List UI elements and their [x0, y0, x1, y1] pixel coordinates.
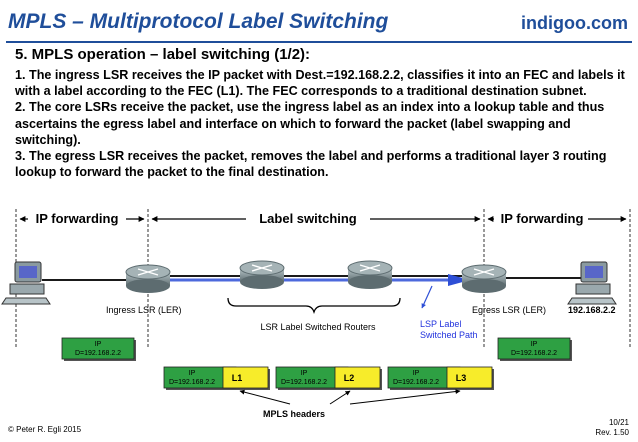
- packet-dest-label: D=192.168.2.2: [75, 350, 121, 357]
- step-2-text: 2. The core LSRs receive the packet, use…: [15, 100, 605, 147]
- core-router-1-icon: [239, 260, 285, 289]
- packet-ip-label: IP: [95, 341, 102, 348]
- packet-ip-label: IP: [531, 341, 538, 348]
- mpls-label-l3: L3: [456, 373, 467, 383]
- zone-label-switching: Label switching: [151, 211, 481, 226]
- labelled-packet-l3: IP D=192.168.2.2 L3: [387, 366, 494, 390]
- lsp-label-line-2: Switched Path: [420, 330, 478, 340]
- mpls-label-l1: L1: [232, 373, 243, 383]
- copyright-text: © Peter R. Egli 2015: [8, 425, 82, 434]
- egress-router-icon: [461, 264, 507, 293]
- lsp-label-line-1: LSP Label: [420, 319, 461, 329]
- packet-dest-label: D=192.168.2.2: [169, 379, 215, 386]
- core-router-2-icon: [347, 260, 393, 289]
- destination-pc-icon: [567, 261, 617, 305]
- packet-ip-label: IP: [189, 370, 196, 377]
- zone-label-ip-forwarding-left: IP forwarding: [36, 211, 119, 226]
- packet-ip-label: IP: [413, 370, 420, 377]
- packet-dest-label: D=192.168.2.2: [511, 350, 557, 357]
- revision-label: Rev. 1.50: [595, 428, 629, 437]
- labelled-packet-l1: IP D=192.168.2.2 L1: [163, 366, 270, 390]
- brand-logo-text: indigoo.com: [521, 13, 628, 33]
- mpls-headers-label: MPLS headers: [263, 409, 325, 419]
- page-number: 10/21: [608, 418, 629, 427]
- slide-title: MPLS – Multiprotocol Label Switching: [8, 10, 389, 33]
- zone-separators: [15, 209, 631, 348]
- packet-dest-label: D=192.168.2.2: [393, 379, 439, 386]
- destination-address-label: 192.168.2.2: [568, 305, 616, 315]
- core-routers-brace: [227, 297, 401, 315]
- explanation-text: 1. The ingress LSR receives the IP packe…: [15, 67, 627, 180]
- mpls-label-l2: L2: [344, 373, 355, 383]
- ingress-lsr-label: Ingress LSR (LER): [106, 305, 182, 315]
- core-lsr-label: LSR Label Switched Routers: [260, 322, 376, 332]
- ip-packet-egress: IP D=192.168.2.2: [497, 337, 572, 361]
- zone-ip-forwarding-right: IP forwarding: [487, 211, 627, 226]
- zone-label-ip-forwarding-right: IP forwarding: [501, 211, 584, 226]
- ingress-router-icon: [125, 264, 171, 293]
- slide-header: MPLS – Multiprotocol Label Switching ind…: [6, 4, 632, 44]
- mpls-headers-pointers: [239, 389, 461, 405]
- step-1-text: 1. The ingress LSR receives the IP packe…: [15, 68, 625, 99]
- step-3-text: 3. The egress LSR receives the packet, r…: [15, 149, 607, 180]
- page-info: 10/21 Rev. 1.50: [595, 418, 629, 438]
- zone-ip-forwarding-left: IP forwarding: [19, 211, 145, 226]
- egress-lsr-label: Egress LSR (LER): [472, 305, 546, 315]
- section-title: 5. MPLS operation – label switching (1/2…: [15, 46, 311, 63]
- labelled-packet-l2: IP D=192.168.2.2 L2: [275, 366, 382, 390]
- header-divider: [6, 41, 632, 43]
- lsp-arrow: [160, 274, 470, 309]
- zone-label-label-switching: Label switching: [259, 211, 357, 226]
- packet-ip-label: IP: [301, 370, 308, 377]
- packet-dest-label: D=192.168.2.2: [281, 379, 327, 386]
- ip-packet-ingress: IP D=192.168.2.2: [61, 337, 136, 361]
- source-pc-icon: [1, 261, 51, 305]
